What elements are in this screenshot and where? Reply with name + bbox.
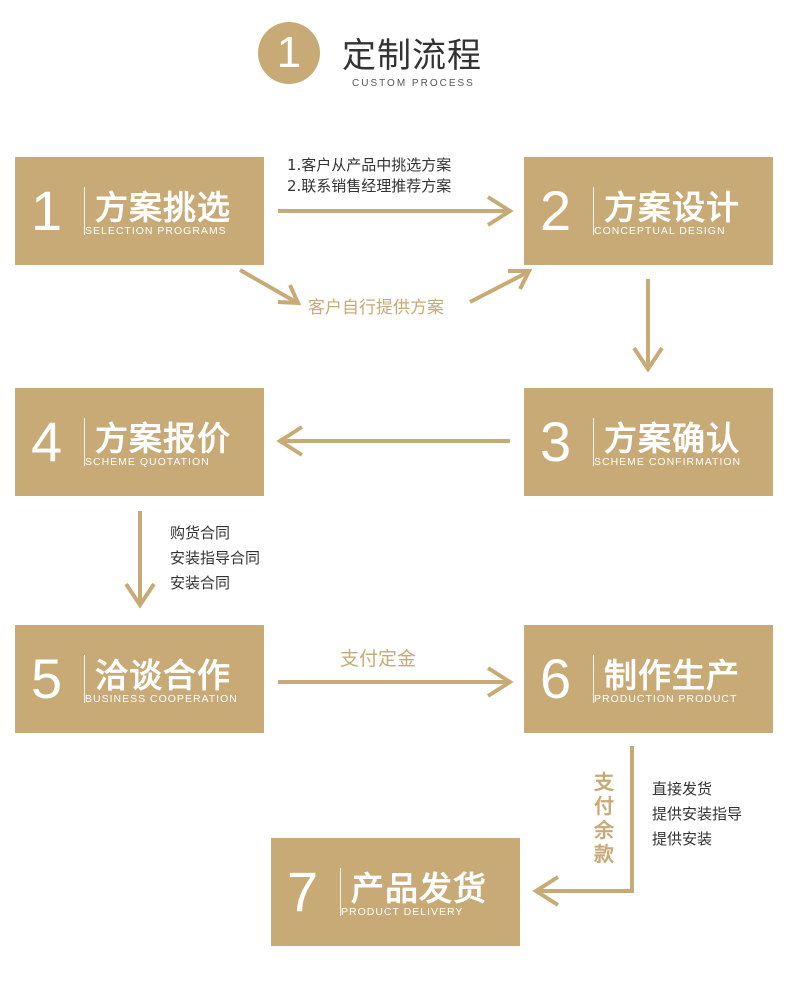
step-card-7: 7 产品发货 PRODUCT DELIVERY bbox=[271, 838, 520, 946]
step-divider bbox=[340, 868, 341, 916]
step-number: 4 bbox=[31, 410, 63, 473]
page-header: 1 定制流程 CUSTOM PROCESS bbox=[258, 22, 558, 102]
note-deposit: 支付定金 bbox=[340, 648, 417, 670]
step-divider bbox=[593, 187, 594, 235]
note-line: 1.客户从产品中挑选方案 bbox=[287, 156, 452, 174]
step-subtitle: SCHEME QUOTATION bbox=[85, 456, 210, 468]
note-line: 安装合同 bbox=[170, 574, 231, 592]
step-card-4: 4 方案报价 SCHEME QUOTATION bbox=[15, 388, 264, 496]
step-card-2: 2 方案设计 CONCEPTUAL DESIGN bbox=[524, 157, 773, 265]
arrowhead-3-to-4 bbox=[276, 425, 304, 457]
step-title: 方案设计 bbox=[604, 188, 740, 227]
step-subtitle: SELECTION PROGRAMS bbox=[85, 225, 227, 237]
step-subtitle: BUSINESS COOPERATION bbox=[85, 693, 238, 705]
arrowhead-self-to-2 bbox=[508, 269, 533, 290]
note-line: 安装指导合同 bbox=[170, 549, 261, 567]
step-title: 方案确认 bbox=[604, 419, 740, 458]
step-number: 5 bbox=[31, 647, 63, 710]
note-balance-payment: 支付余款 bbox=[594, 770, 614, 866]
step-number: 1 bbox=[31, 179, 63, 242]
page-subtitle: CUSTOM PROCESS bbox=[352, 78, 475, 89]
page-title: 定制流程 bbox=[342, 36, 482, 76]
step-number: 7 bbox=[287, 860, 319, 923]
arrowhead-6-to-7 bbox=[532, 875, 560, 907]
header-number-badge: 1 bbox=[258, 22, 320, 84]
arrow-self-to-2 bbox=[469, 270, 529, 304]
arrowhead-1-to-2 bbox=[486, 195, 514, 227]
note-line: 2.联系销售经理推荐方案 bbox=[287, 177, 452, 195]
arrowhead-4-to-5 bbox=[124, 582, 156, 609]
note-line: 购货合同 bbox=[170, 524, 231, 542]
step-title: 洽谈合作 bbox=[95, 656, 231, 695]
step-title: 制作生产 bbox=[604, 656, 740, 695]
step-card-3: 3 方案确认 SCHEME CONFIRMATION bbox=[524, 388, 773, 496]
note-selection-methods: 1.客户从产品中挑选方案 2.联系销售经理推荐方案 bbox=[287, 155, 451, 197]
step-title: 方案挑选 bbox=[95, 188, 231, 227]
step-subtitle: PRODUCTION PRODUCT bbox=[594, 693, 738, 705]
step-subtitle: PRODUCT DELIVERY bbox=[341, 906, 464, 918]
arrowhead-2-to-3 bbox=[632, 346, 664, 373]
arrow-1-to-self bbox=[239, 268, 297, 304]
step-card-6: 6 制作生产 PRODUCTION PRODUCT bbox=[524, 625, 773, 733]
step-divider bbox=[593, 418, 594, 466]
arrowhead-to-self bbox=[277, 284, 302, 306]
note-line: 直接发货 bbox=[652, 780, 713, 798]
arrowhead-5-to-6 bbox=[486, 666, 514, 698]
step-divider bbox=[84, 655, 85, 703]
note-delivery-services: 直接发货 提供安装指导 提供安装 bbox=[652, 777, 742, 852]
step-divider bbox=[593, 655, 594, 703]
step-number: 2 bbox=[540, 179, 572, 242]
step-divider bbox=[84, 187, 85, 235]
step-card-1: 1 方案挑选 SELECTION PROGRAMS bbox=[15, 157, 264, 265]
note-self-provided: 客户自行提供方案 bbox=[308, 298, 444, 318]
step-subtitle: SCHEME CONFIRMATION bbox=[594, 456, 742, 468]
note-line: 提供安装指导 bbox=[652, 805, 743, 823]
step-number: 3 bbox=[540, 410, 572, 473]
note-quotation-contracts: 购货合同 安装指导合同 安装合同 bbox=[170, 521, 260, 596]
step-number: 6 bbox=[540, 647, 572, 710]
note-line: 提供安装 bbox=[652, 830, 713, 848]
step-title: 方案报价 bbox=[95, 419, 231, 458]
arrow-6-to-7 bbox=[540, 746, 634, 893]
step-subtitle: CONCEPTUAL DESIGN bbox=[594, 225, 726, 237]
step-title: 产品发货 bbox=[351, 869, 487, 908]
step-card-5: 5 洽谈合作 BUSINESS COOPERATION bbox=[15, 625, 264, 733]
step-divider bbox=[84, 418, 85, 466]
